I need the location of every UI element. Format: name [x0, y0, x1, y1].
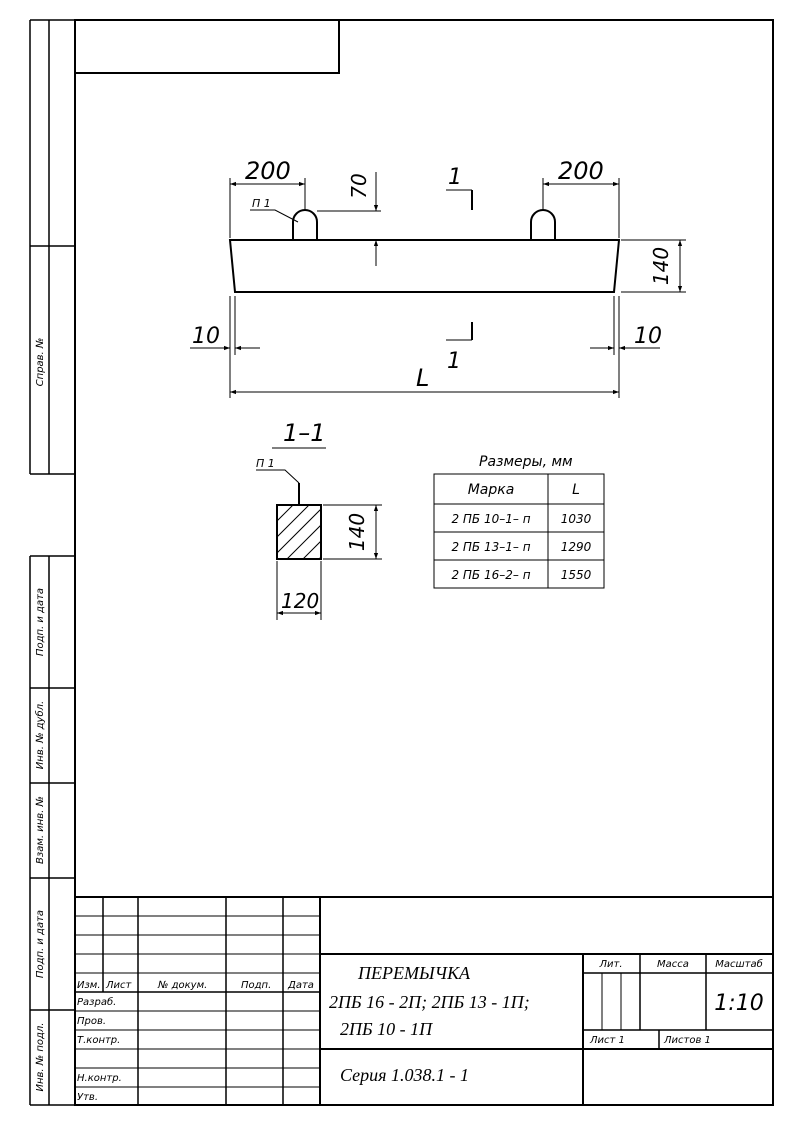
- podp-date-label-2: Подп. и дата: [35, 910, 46, 978]
- dim-loop-height: 70: [347, 173, 371, 198]
- role-approver: Утв.: [77, 1092, 98, 1103]
- role-norm-control: Н.контр.: [77, 1073, 122, 1084]
- table-header-mark: Марка: [468, 482, 515, 498]
- table-cell: 2 ПБ 13–1– п: [451, 540, 530, 554]
- section-width: 120: [281, 589, 319, 613]
- section-mark-top: 1: [448, 165, 462, 190]
- inv-dubl-label: Инв. № дубл.: [34, 701, 46, 769]
- lifting-loop-right: [530, 209, 556, 240]
- scale-label: Масштаб: [715, 958, 763, 970]
- table-cell: 1550: [561, 568, 592, 582]
- vzam-inv-label: Взам. инв. №: [35, 796, 46, 864]
- table-cell: 1290: [561, 540, 592, 554]
- section-title: 1–1: [283, 419, 326, 447]
- section-1-1: 1–1 П 1 140 120: [256, 419, 382, 620]
- section-mark-bottom: 1: [447, 349, 461, 374]
- dim-length: L: [416, 364, 429, 392]
- dim-end-right: 10: [634, 324, 662, 349]
- col-header-izm: Изм.: [77, 980, 101, 991]
- dim-end-left: 10: [192, 324, 220, 349]
- loop-label: П 1: [252, 197, 271, 210]
- role-tech-control: Т.контр.: [77, 1035, 120, 1046]
- series-label: Серия 1.038.1 - 1: [340, 1065, 469, 1085]
- role-developer: Разраб.: [77, 996, 116, 1008]
- role-checker: Пров.: [77, 1016, 106, 1027]
- lifting-loop-left: [292, 209, 318, 240]
- col-header-doc: № докум.: [157, 980, 207, 991]
- drawing-name-line2: 2ПБ 16 - 2П; 2ПБ 13 - 1П;: [329, 992, 530, 1012]
- scale-value: 1:10: [714, 991, 763, 1016]
- side-strip: Справ. № Подп. и дата Инв. № дубл. Взам.…: [29, 19, 75, 1106]
- col-header-sign: Подп.: [241, 980, 271, 991]
- section-height: 140: [345, 513, 369, 551]
- podp-date-label-1: Подп. и дата: [35, 588, 46, 656]
- table-header-length: L: [572, 482, 580, 498]
- lintel-elevation: П 1 200 200 70 1 1 140: [190, 157, 686, 398]
- dim-top-right: 200: [558, 157, 604, 185]
- col-header-date: Дата: [287, 980, 314, 991]
- size-table: Размеры, мм Марка L 2 ПБ 10–1– п 1030 2 …: [433, 454, 605, 589]
- table-cell: 1030: [561, 512, 592, 526]
- size-table-title: Размеры, мм: [479, 454, 573, 470]
- table-cell: 2 ПБ 16–2– п: [451, 568, 530, 582]
- drawing-name-line1: ПЕРЕМЫЧКА: [357, 963, 471, 983]
- lit-label: Лит.: [598, 959, 622, 970]
- inv-podl-label: Инв. № подл.: [35, 1023, 46, 1092]
- dim-top-left: 200: [245, 157, 291, 185]
- table-cell: 2 ПБ 10–1– п: [451, 512, 530, 526]
- title-block: Изм. Лист № докум. Подп. Дата Разраб. Пр…: [75, 896, 773, 1105]
- col-header-list: Лист: [105, 980, 133, 991]
- drawing-name-line3: 2ПБ 10 - 1П: [340, 1019, 433, 1039]
- sheet-label: Лист 1: [589, 1035, 625, 1046]
- dim-height-side: 140: [649, 247, 673, 285]
- mass-label: Масса: [657, 959, 689, 970]
- sheets-label: Листов 1: [663, 1035, 711, 1046]
- section-loop-label: П 1: [256, 457, 275, 470]
- sprav-label: Справ. №: [35, 338, 46, 387]
- drawing-frame: [74, 19, 774, 1106]
